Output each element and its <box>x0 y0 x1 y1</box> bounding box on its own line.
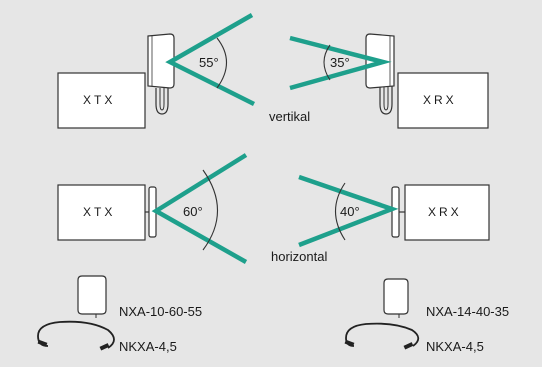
vertical-rx-group <box>289 33 489 129</box>
horizontal-rx-device <box>404 184 490 241</box>
horizontal-tx-beam <box>151 153 248 264</box>
vertical-rx-angle-arc <box>323 44 331 81</box>
rx-antenna-part-label: NXA-14-40-35 <box>426 304 510 319</box>
rx-cable-icon <box>345 322 420 347</box>
horizontal-rx-angle: 40° <box>340 204 360 219</box>
rx-antenna-part <box>383 278 409 318</box>
vertical-tx-device <box>57 72 146 129</box>
vertical-tx-beam <box>165 13 256 107</box>
tx-antenna-part <box>77 275 107 318</box>
vertical-tx-antenna-icon <box>147 33 175 89</box>
vertical-rx-device <box>397 72 489 129</box>
horizontal-rx-antenna-icon <box>391 186 400 238</box>
vertical-tx-angle-arc <box>216 37 228 89</box>
vertical-rx-label: XRX <box>423 93 457 107</box>
rx-cable-part-label: NKXA-4,5 <box>426 339 484 354</box>
horizontal-rx-angle-arc <box>335 182 346 241</box>
vertical-rx-angle: 35° <box>330 55 350 70</box>
vertical-tx-group <box>57 13 256 129</box>
vertical-tx-angle: 55° <box>199 55 219 70</box>
horizontal-tx-device <box>57 184 146 241</box>
tx-cable-part-label: NKXA-4,5 <box>119 339 177 354</box>
horizontal-rx-beam <box>298 174 399 248</box>
vertical-rx-beam <box>289 35 392 91</box>
horizontal-tx-angle-arc <box>202 169 219 251</box>
rx-antenna-part-icon <box>383 278 409 315</box>
tx-cable-icon <box>37 320 115 349</box>
tx-antenna-part-label: NXA-10-60-55 <box>119 304 203 319</box>
horizontal-rx-group <box>298 174 490 248</box>
horizontal-tx-label: XTX <box>83 205 116 219</box>
rx-cable-part <box>344 322 420 350</box>
horizontal-tx-group <box>57 153 248 264</box>
horizontal-tx-angle: 60° <box>183 204 203 219</box>
horizontal-caption: horizontal <box>271 249 328 264</box>
tx-antenna-part-icon <box>77 275 107 315</box>
vertical-tx-label: XTX <box>83 93 116 107</box>
tx-cable-part <box>37 320 115 351</box>
horizontal-rx-label: XRX <box>428 205 462 219</box>
vertical-caption: vertikal <box>269 109 311 124</box>
